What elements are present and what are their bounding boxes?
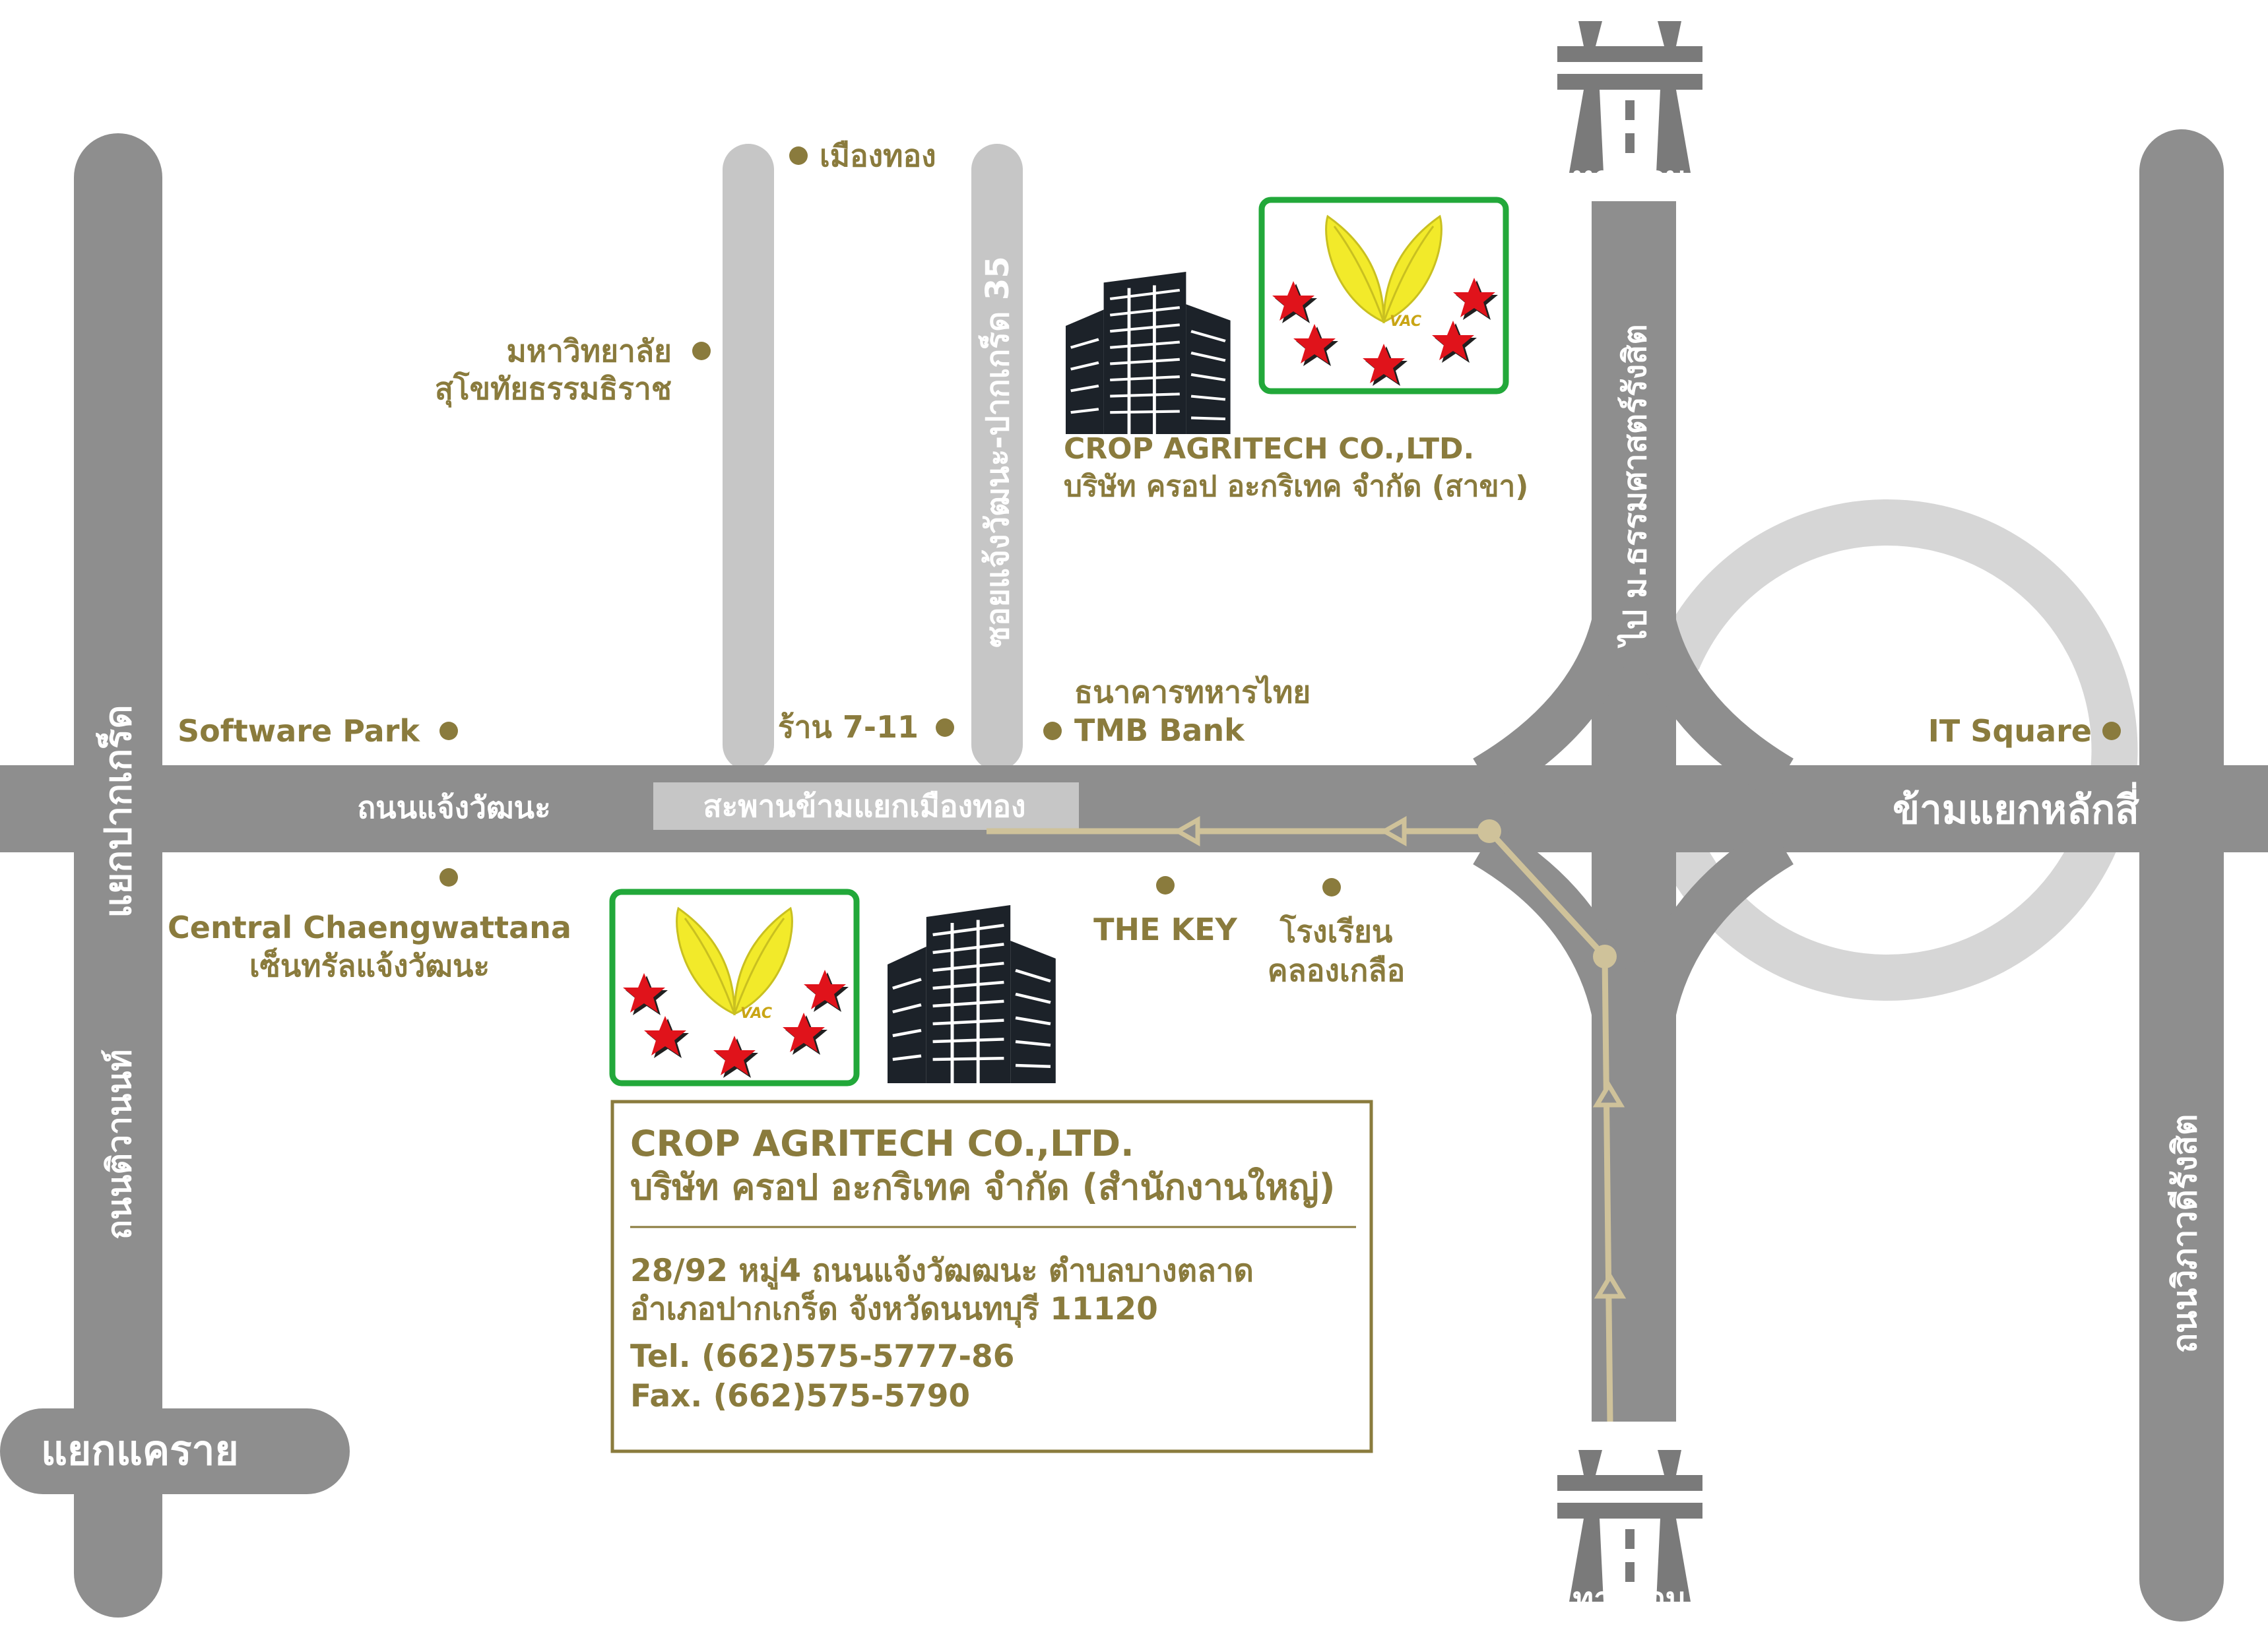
muang-thong-street <box>723 144 774 771</box>
svg-text:มหาวิทยาลัย: มหาวิทยาลัย <box>506 333 672 369</box>
branch-office: VAC CROP AGRITECH CO.,LTD. บริษัท ครอป อ… <box>1064 200 1528 503</box>
svg-text:Software Park: Software Park <box>178 713 420 749</box>
hq-fax: Fax. (662)575-5790 <box>630 1378 970 1414</box>
vibhavadi-road <box>2139 129 2224 1621</box>
lak-si-label: ข้ามแยกหลักสี่ <box>1893 782 2139 833</box>
pak-kret-road <box>74 133 162 1618</box>
pak-kret-junction-label: แยกปากเกร็ด <box>95 705 140 918</box>
branch-name-th: บริษัท ครอป อะกริเทค จำกัด (สาขา) <box>1064 470 1528 503</box>
hq-tel: Tel. (662)575-5777-86 <box>630 1338 1014 1375</box>
leaf-logo-icon <box>1262 200 1506 391</box>
landmark-tmb-bank: ธนาคารทหารไทย TMB Bank <box>1043 674 1311 748</box>
route-arrows <box>1173 815 1627 1299</box>
building-icon <box>888 905 1056 1083</box>
route-node <box>1477 819 1501 843</box>
khae-rai-label: แยกแคราย <box>41 1426 239 1474</box>
hq-name-en: CROP AGRITECH CO.,LTD. <box>630 1123 1134 1164</box>
expressway-label-bottom: ทางด่วน <box>1573 1581 1687 1618</box>
route-line <box>987 828 1613 1422</box>
chaengwattana-road <box>0 765 2268 852</box>
landmark-school: โรงเรียน คลองเกลือ <box>1268 878 1405 988</box>
leaf-logo-icon <box>612 892 857 1083</box>
hq-address-line2: อำเภอปากเกร็ด จังหวัดนนทบุรี 11120 <box>630 1289 1158 1328</box>
building-icon <box>1066 272 1231 434</box>
soi-35-street <box>971 144 1023 771</box>
svg-text:คลองเกลือ: คลองเกลือ <box>1268 953 1405 988</box>
to-thammasat-label: ไป ม.ธรรมศาสตร์รังสิต <box>1616 324 1654 648</box>
vibhavadi-label: ถนนวิภาวดีรังสิต <box>2166 1114 2204 1354</box>
svg-text:สุโขทัยธรรมธิราช: สุโขทัยธรรมธิราช <box>435 371 672 408</box>
landmark-muang-thong: เมืองทอง <box>789 138 936 173</box>
hq-address-line1: 28/92 หมู่4 ถนนแจ้งวัฒฒนะ ตำบลบางตลาด <box>630 1253 1254 1290</box>
svg-text:โรงเรียน: โรงเรียน <box>1280 914 1393 949</box>
landmark-the-key: THE KEY <box>1093 876 1238 947</box>
svg-text:เซ็นทรัลแจ้งวัฒนะ: เซ็นทรัลแจ้งวัฒนะ <box>249 947 490 984</box>
soi-35-label: ซอยแจ้งวัฒนะ-ปากเกร็ด 35 <box>978 256 1016 647</box>
chaengwattana-road-label: ถนนแจ้งวัฒนะ <box>357 790 550 825</box>
branch-name-en: CROP AGRITECH CO.,LTD. <box>1064 432 1474 466</box>
svg-text:ธนาคารทหารไทย: ธนาคารทหารไทย <box>1074 674 1311 710</box>
expressway-icon <box>1557 21 1702 173</box>
landmark-central: Central Chaengwattana เซ็นทรัลแจ้งวัฒนะ <box>168 868 571 984</box>
landmark-software-park: Software Park <box>178 713 458 749</box>
route-node <box>1593 945 1617 968</box>
bridge-box <box>653 782 1079 830</box>
expressway-label-top: ทางด่วน <box>1573 160 1687 197</box>
khae-rai-junction <box>0 1408 350 1494</box>
expressway-icon <box>1557 1450 1702 1602</box>
landmark-seven-eleven: ร้าน 7-11 <box>778 709 954 745</box>
svg-text:เมืองทอง: เมืองทอง <box>820 138 936 173</box>
svg-text:ร้าน 7-11: ร้าน 7-11 <box>778 709 919 745</box>
svg-text:THE KEY: THE KEY <box>1093 912 1237 947</box>
bridge-label: สะพานข้ามแยกเมืองทอง <box>703 788 1026 824</box>
svg-text:TMB Bank: TMB Bank <box>1074 712 1245 748</box>
landmark-stou: มหาวิทยาลัย สุโขทัยธรรมธิราช <box>435 333 711 408</box>
hq-name-th: บริษัท ครอป อะกริเทค จำกัด (สำนักงานใหญ่… <box>630 1166 1335 1208</box>
landmark-it-square: IT Square <box>1928 713 2121 749</box>
address-card <box>610 1100 1373 1453</box>
branch-logo-text: VAC <box>1390 313 1421 330</box>
tiwanon-road-label: ถนนติวานนท์ <box>100 1050 139 1240</box>
svg-text:IT Square: IT Square <box>1928 713 2092 749</box>
hq-logo-text: VAC <box>740 1005 772 1022</box>
headquarters-office: VAC CROP AGRITECH CO.,LTD. บริษัท ครอป อ… <box>610 892 1373 1453</box>
svg-text:Central Chaengwattana: Central Chaengwattana <box>168 910 571 945</box>
